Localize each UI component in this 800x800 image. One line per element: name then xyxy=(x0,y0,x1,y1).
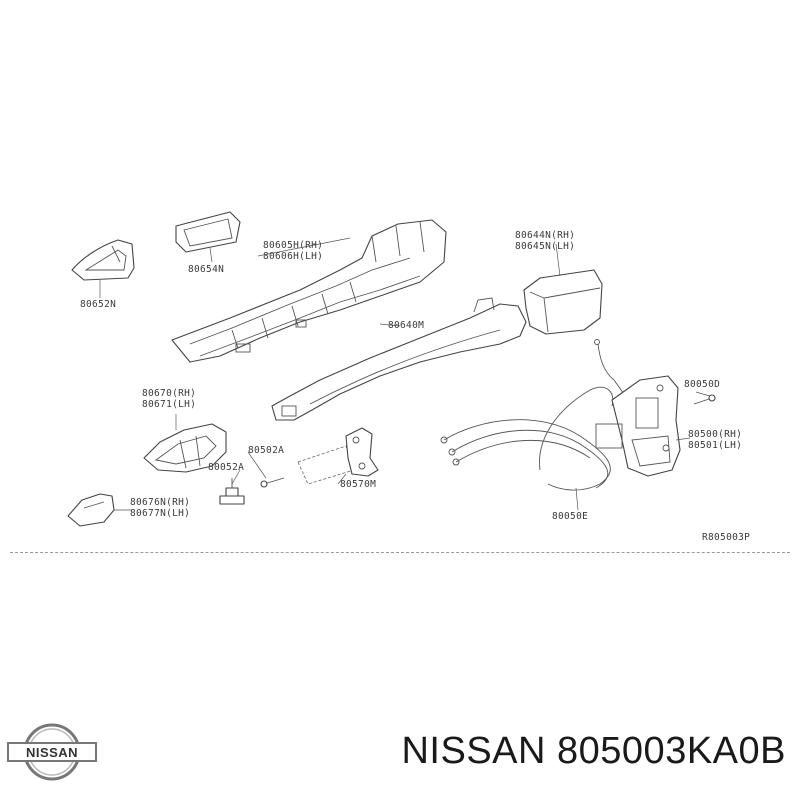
label-80652N: 80652N xyxy=(80,299,116,310)
label-80670: 80670(RH) xyxy=(142,388,196,399)
part-80502A-screw xyxy=(260,477,285,488)
part-80052A-bolt xyxy=(219,478,245,505)
part-80605H-bracket xyxy=(171,219,447,363)
part-80050D-screw xyxy=(693,394,716,405)
label-80050E: 80050E xyxy=(552,511,588,522)
label-80676N: 80676N(RH) xyxy=(130,497,190,508)
nissan-logo: NISSAN xyxy=(7,723,97,781)
label-80052A: 80052A xyxy=(208,462,244,473)
part-80050E-cables xyxy=(440,386,614,491)
label-80501: 80501(LH) xyxy=(688,440,742,451)
label-80654N: 80654N xyxy=(188,264,224,275)
leader-lines xyxy=(99,237,711,511)
part-80676N-cap xyxy=(67,493,115,527)
part-80670-inside-handle xyxy=(143,423,227,473)
label-80640M: 80640M xyxy=(388,320,424,331)
label-80502A: 80502A xyxy=(248,445,284,456)
logo-text: NISSAN xyxy=(26,745,78,760)
part-80500-lock xyxy=(595,375,681,477)
label-80606H: 80606H(LH) xyxy=(263,251,323,262)
label-80050D: 80050D xyxy=(684,379,720,390)
label-80644N: 80644N(RH) xyxy=(515,230,575,241)
diagram-code: R805003P xyxy=(702,532,750,543)
part-80654N xyxy=(175,211,241,253)
label-80671: 80671(LH) xyxy=(142,399,196,410)
part-80652N xyxy=(71,239,135,281)
part-80570M-striker xyxy=(345,427,379,477)
parts-diagram: 80652N 80654N 80605H(RH) 80606H(LH) 8064… xyxy=(67,211,750,543)
label-80570M: 80570M xyxy=(340,479,376,490)
label-80605H: 80605H(RH) xyxy=(263,240,323,251)
part-number-caption: NISSAN 805003KA0B xyxy=(401,730,786,772)
diagram-separator xyxy=(10,552,790,553)
label-80500: 80500(RH) xyxy=(688,429,742,440)
part-lock-rod xyxy=(594,339,625,395)
label-80645N: 80645N(LH) xyxy=(515,241,575,252)
part-80644N-cover xyxy=(523,269,603,335)
part-80640M-handle xyxy=(271,297,527,421)
label-80677N: 80677N(LH) xyxy=(130,508,190,519)
